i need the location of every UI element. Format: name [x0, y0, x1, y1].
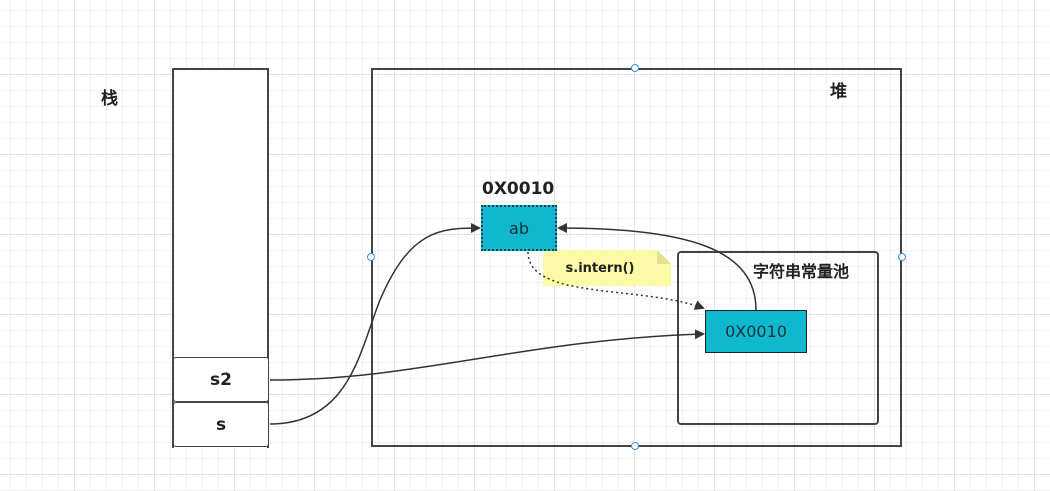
- intern-note[interactable]: s.intern(): [543, 250, 671, 286]
- selection-handle-right[interactable]: [898, 253, 906, 261]
- intern-note-text: s.intern(): [565, 260, 635, 276]
- selection-handle-top[interactable]: [631, 64, 639, 72]
- heap-string-object[interactable]: ab: [481, 205, 557, 251]
- heap-label: 堆: [830, 82, 847, 102]
- string-pool-title: 字符串常量池: [753, 262, 850, 281]
- selection-handle-bottom[interactable]: [631, 442, 639, 450]
- stack-cell-s[interactable]: s: [173, 402, 269, 447]
- heap-object-address-label: 0X0010: [482, 179, 555, 199]
- selection-handle-left[interactable]: [367, 253, 375, 261]
- string-pool-entry[interactable]: 0X0010: [705, 310, 807, 353]
- stack-cell-s2[interactable]: s2: [173, 357, 269, 402]
- stack-label: 栈: [101, 89, 118, 109]
